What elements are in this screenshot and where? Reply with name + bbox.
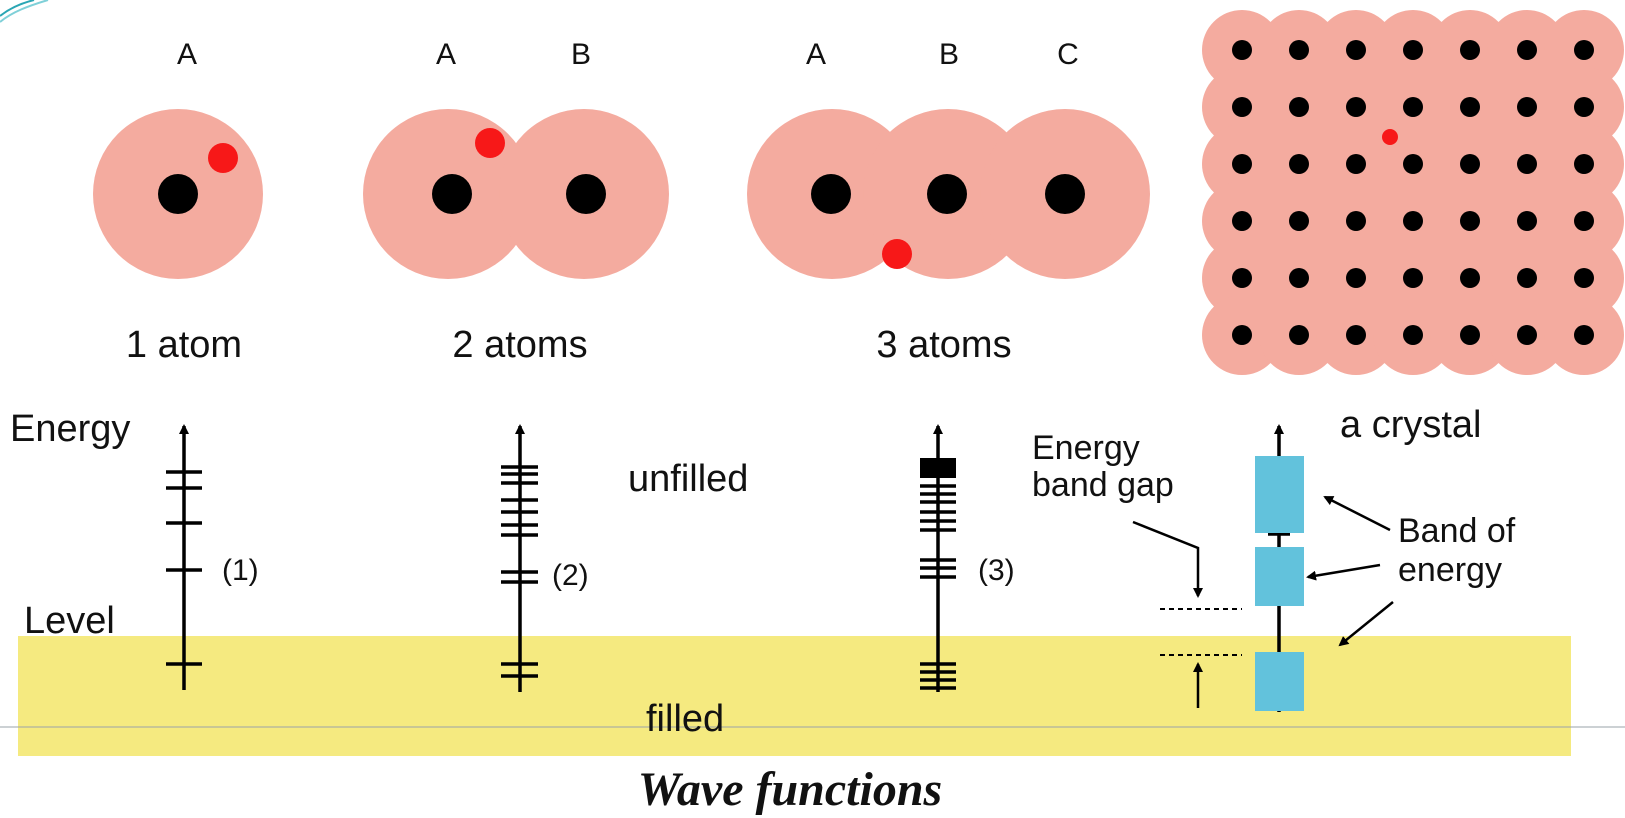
crystal-nucleus bbox=[1346, 154, 1366, 174]
electron bbox=[1382, 129, 1398, 145]
filled-region bbox=[18, 636, 1571, 756]
atom-label-b: B bbox=[571, 38, 591, 71]
level-tag: (2) bbox=[552, 559, 589, 592]
panel-caption: a crystal bbox=[1340, 404, 1481, 446]
crystal-nucleus bbox=[1403, 211, 1423, 231]
atom-label-a: A bbox=[806, 38, 826, 71]
crystal-nucleus bbox=[1460, 325, 1480, 345]
atom-label-a: A bbox=[436, 38, 456, 71]
crystal-nucleus bbox=[1517, 211, 1537, 231]
crystal-nucleus bbox=[1289, 97, 1309, 117]
nucleus bbox=[811, 174, 851, 214]
band-gap-indicator bbox=[1132, 520, 1242, 708]
energy-levels-three-atoms bbox=[920, 424, 956, 692]
crystal-nucleus bbox=[1403, 154, 1423, 174]
level-axis-label: Level bbox=[24, 600, 115, 642]
nucleus bbox=[432, 174, 472, 214]
crystal-nucleus bbox=[1232, 325, 1252, 345]
crystal-nucleus bbox=[1403, 40, 1423, 60]
nucleus bbox=[1045, 174, 1085, 214]
crystal-nucleus bbox=[1346, 268, 1366, 288]
panel-crystal: a crystal bbox=[1202, 10, 1624, 446]
crystal-nucleus bbox=[1232, 211, 1252, 231]
crystal-nucleus bbox=[1346, 40, 1366, 60]
crystal-nucleus bbox=[1574, 97, 1594, 117]
crystal-nucleus bbox=[1403, 268, 1423, 288]
crystal-nucleus bbox=[1289, 40, 1309, 60]
crystal-nucleus bbox=[1517, 325, 1537, 345]
crystal-nucleus bbox=[1346, 211, 1366, 231]
unfilled-label: unfilled bbox=[628, 458, 748, 500]
energy-levels-one-atom bbox=[166, 424, 202, 690]
crystal-nucleus bbox=[1289, 211, 1309, 231]
crystal-nucleus bbox=[1289, 154, 1309, 174]
crystal-nucleus bbox=[1346, 325, 1366, 345]
crystal-nucleus bbox=[1460, 97, 1480, 117]
band-gap-label-line2: band gap bbox=[1032, 466, 1174, 504]
crystal-nucleus bbox=[1232, 97, 1252, 117]
crystal-nucleus bbox=[1574, 268, 1594, 288]
crystal-nucleus bbox=[1574, 154, 1594, 174]
crystal-nucleus bbox=[1574, 325, 1594, 345]
crystal-nucleus bbox=[1289, 268, 1309, 288]
electron bbox=[882, 239, 912, 269]
panel-three-atoms: A B C 3 atoms bbox=[747, 38, 1150, 366]
atom-label-c: C bbox=[1057, 38, 1079, 71]
panel-caption: 3 atoms bbox=[876, 324, 1011, 366]
electron bbox=[475, 128, 505, 158]
crystal-nucleus bbox=[1460, 154, 1480, 174]
crystal-nucleus bbox=[1346, 97, 1366, 117]
band-gap-label-line1: Energy bbox=[1032, 429, 1140, 467]
panel-one-atom: A 1 atom bbox=[93, 38, 263, 366]
energy-bands-crystal bbox=[1255, 424, 1304, 712]
crystal-nucleus bbox=[1517, 268, 1537, 288]
crystal-nucleus bbox=[1403, 97, 1423, 117]
band-of-energy-label-line2: energy bbox=[1398, 551, 1502, 589]
panel-two-atoms: A B 2 atoms bbox=[363, 38, 669, 366]
level-tag: (3) bbox=[978, 554, 1015, 587]
crystal-nucleus bbox=[1460, 211, 1480, 231]
band-of-energy-arrows bbox=[1306, 495, 1394, 647]
nucleus bbox=[566, 174, 606, 214]
filled-label: filled bbox=[646, 698, 724, 740]
slide-corner-decoration bbox=[0, 0, 49, 23]
panel-caption: 1 atom bbox=[126, 324, 242, 366]
energy-levels-two-atoms bbox=[501, 424, 538, 692]
atom-label-a: A bbox=[177, 38, 197, 71]
crystal-nucleus bbox=[1460, 40, 1480, 60]
crystal-cloud-fill bbox=[1242, 50, 1584, 335]
crystal-nucleus bbox=[1574, 40, 1594, 60]
panel-caption: 2 atoms bbox=[452, 324, 587, 366]
wave-functions-caption: Wave functions bbox=[638, 763, 942, 816]
crystal-nucleus bbox=[1517, 97, 1537, 117]
crystal-nucleus bbox=[1517, 40, 1537, 60]
crystal-nucleus bbox=[1232, 268, 1252, 288]
crystal-nucleus bbox=[1403, 325, 1423, 345]
crystal-nucleus bbox=[1460, 268, 1480, 288]
energy-band bbox=[1255, 547, 1304, 606]
crystal-nucleus bbox=[1574, 211, 1594, 231]
nucleus bbox=[158, 174, 198, 214]
crystal-nucleus bbox=[1517, 154, 1537, 174]
nucleus bbox=[927, 174, 967, 214]
energy-band bbox=[1255, 456, 1304, 533]
crystal-nucleus bbox=[1289, 325, 1309, 345]
crystal-lattice bbox=[1202, 10, 1624, 375]
energy-band bbox=[1255, 652, 1304, 711]
atom-label-b: B bbox=[939, 38, 959, 71]
crystal-nucleus bbox=[1232, 154, 1252, 174]
level-tag: (1) bbox=[222, 554, 259, 587]
crystal-nucleus bbox=[1232, 40, 1252, 60]
electron bbox=[208, 143, 238, 173]
band-of-energy-label-line1: Band of bbox=[1398, 512, 1516, 550]
energy-axis-label: Energy bbox=[10, 408, 130, 450]
